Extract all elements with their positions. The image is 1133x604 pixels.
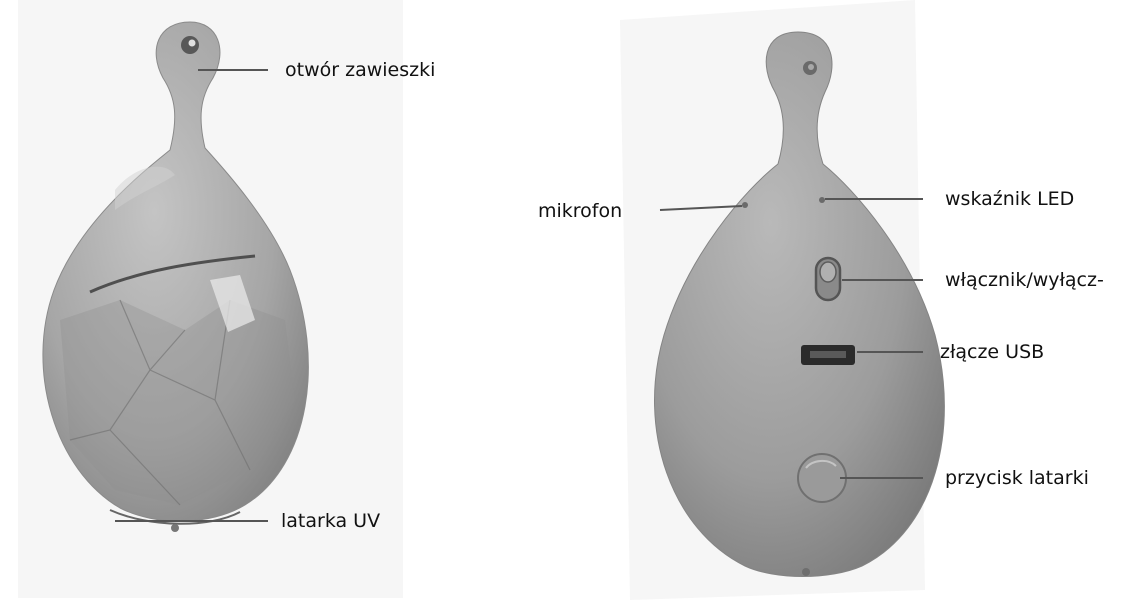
label-power-switch: włącznik/wyłącz- (945, 269, 1104, 291)
label-usb-port: złącze USB (940, 341, 1044, 363)
label-uv-flashlight: latarka UV (281, 510, 380, 532)
microphone-hole (742, 202, 748, 208)
label-led-indicator: wskaźnik LED (945, 188, 1074, 210)
label-microphone: mikrofon (538, 200, 622, 222)
led-indicator (819, 197, 825, 203)
label-flashlight-button: przycisk latarki (945, 467, 1089, 489)
label-lanyard-hole: otwór zawieszki (285, 59, 435, 81)
